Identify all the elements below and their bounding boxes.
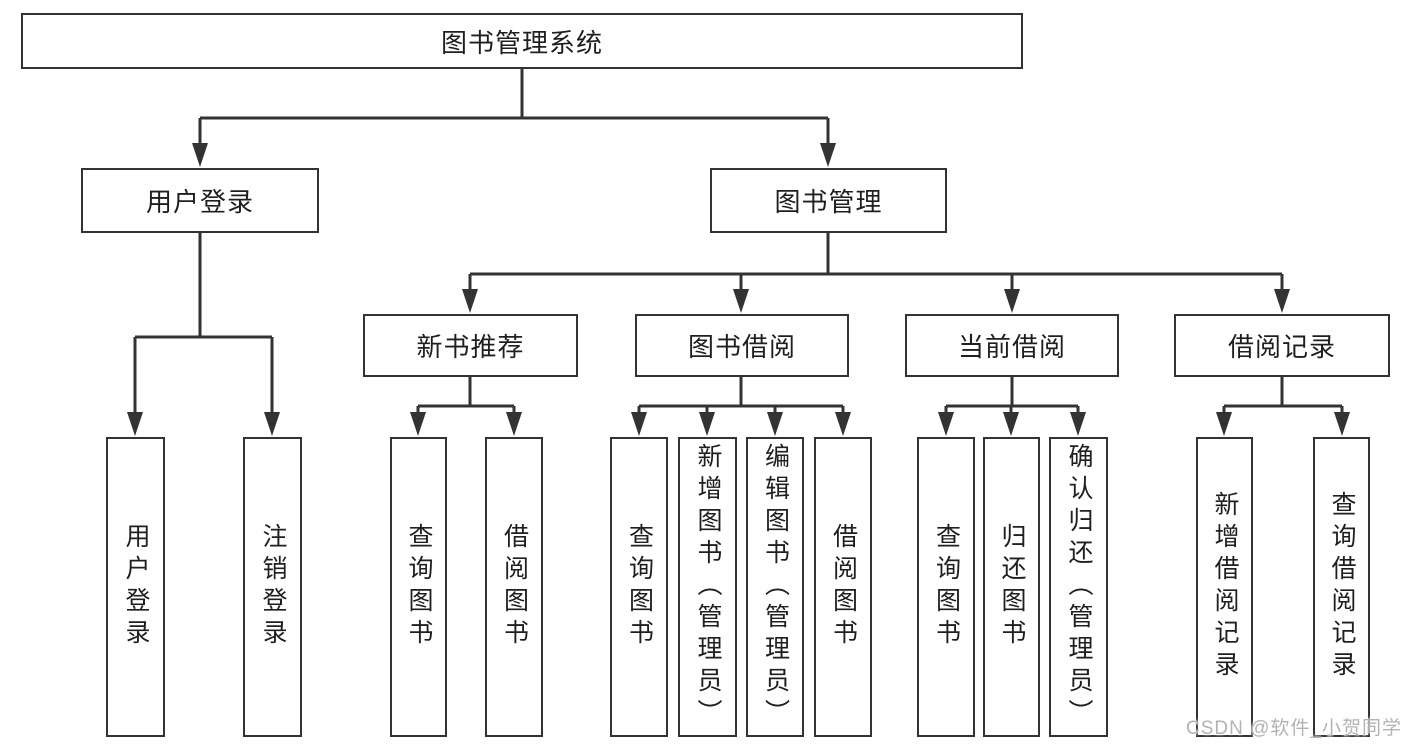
node-book-management: 图书管理	[710, 168, 947, 233]
leaf-borrow-books-recommend-label: 借阅图书	[500, 523, 529, 651]
leaf-edit-books-admin: 编辑图书（管理员）	[746, 437, 804, 737]
leaf-edit-books-admin-label: 编辑图书（管理员）	[761, 443, 790, 731]
node-current-borrowing: 当前借阅	[905, 314, 1119, 377]
leaf-user-login-label: 用户登录	[122, 523, 150, 651]
leaf-borrow-books-label: 借阅图书	[829, 523, 858, 651]
node-book-borrowing: 图书借阅	[635, 314, 849, 377]
leaf-add-books-admin-label: 新增图书（管理员）	[694, 443, 722, 731]
leaf-confirm-return-admin: 确认归还（管理员）	[1049, 437, 1108, 737]
node-borrowing-records: 借阅记录	[1174, 314, 1390, 377]
node-new-book-recommend: 新书推荐	[363, 314, 578, 377]
node-user-login-label: 用户登录	[145, 187, 254, 217]
leaf-query-borrow-record: 查询借阅记录	[1313, 437, 1370, 737]
leaf-add-borrow-record-label: 新增借阅记录	[1211, 491, 1239, 683]
node-current-borrowing-label: 当前借阅	[957, 332, 1066, 362]
leaf-return-books: 归还图书	[983, 437, 1040, 737]
leaf-query-books-current: 查询图书	[917, 437, 975, 737]
node-root: 图书管理系统	[21, 13, 1023, 69]
leaf-return-books-label: 归还图书	[998, 523, 1026, 651]
leaf-confirm-return-admin-label: 确认归还（管理员）	[1065, 443, 1093, 731]
watermark: CSDN @软件_小贺同学	[1186, 718, 1402, 739]
node-borrowing-records-label: 借阅记录	[1227, 332, 1336, 362]
leaf-add-borrow-record: 新增借阅记录	[1196, 437, 1253, 737]
leaf-add-books-admin: 新增图书（管理员）	[678, 437, 737, 737]
node-new-book-recommend-label: 新书推荐	[416, 332, 525, 362]
node-book-management-label: 图书管理	[774, 187, 883, 217]
leaf-user-login: 用户登录	[106, 437, 165, 737]
leaf-query-borrow-record-label: 查询借阅记录	[1328, 491, 1356, 683]
node-root-label: 图书管理系统	[440, 27, 603, 58]
leaf-query-books-borrow-label: 查询图书	[625, 523, 654, 651]
leaf-borrow-books: 借阅图书	[814, 437, 872, 737]
node-user-login: 用户登录	[81, 168, 319, 233]
leaf-logout-label: 注销登录	[259, 523, 287, 651]
leaf-query-books-recommend-label: 查询图书	[405, 523, 433, 651]
leaf-logout: 注销登录	[243, 437, 302, 737]
node-book-borrowing-label: 图书借阅	[687, 332, 796, 362]
leaf-query-books-recommend: 查询图书	[390, 437, 447, 737]
leaf-query-books-current-label: 查询图书	[932, 523, 961, 651]
leaf-borrow-books-recommend: 借阅图书	[485, 437, 543, 737]
leaf-query-books-borrow: 查询图书	[610, 437, 668, 737]
